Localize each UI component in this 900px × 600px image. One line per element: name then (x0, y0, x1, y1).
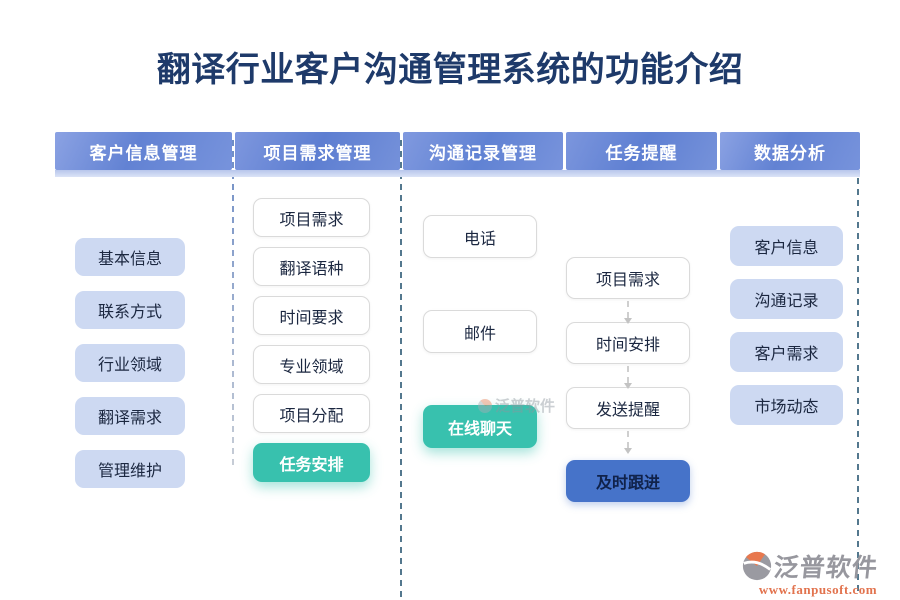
column-header-task-reminder: 任务提醒 (566, 132, 717, 170)
flow-node: 翻译语种 (253, 247, 370, 286)
flow-node: 在线聊天 (423, 405, 537, 448)
flow-node: 专业领域 (253, 345, 370, 384)
column-project-demand-items: 项目需求翻译语种时间要求专业领域项目分配任务安排 (253, 198, 370, 482)
flow-node: 邮件 (423, 310, 537, 353)
column-header-comm-records: 沟通记录管理 (403, 132, 563, 170)
flow-node: 项目需求 (253, 198, 370, 237)
brand-url: www.fanpusoft.com (758, 582, 878, 597)
flow-node: 项目需求 (566, 257, 690, 299)
flow-node: 客户信息 (730, 226, 843, 266)
down-arrow-icon (624, 431, 632, 454)
fanpu-logo-icon (742, 551, 772, 581)
column-divider-dashed (400, 140, 402, 600)
column-header-bar: 客户信息管理 项目需求管理 沟通记录管理 任务提醒 数据分析 (55, 132, 860, 170)
column-customer-info-items: 基本信息联系方式行业领域翻译需求管理维护 (75, 238, 185, 488)
brand-name: 泛普软件 (772, 554, 880, 582)
flow-node: 沟通记录 (730, 279, 843, 319)
flow-node: 管理维护 (75, 450, 185, 488)
flow-node: 任务安排 (253, 443, 370, 482)
flow-node: 客户需求 (730, 332, 843, 372)
flow-node: 联系方式 (75, 291, 185, 329)
flow-node: 翻译需求 (75, 397, 185, 435)
column-data-analysis-items: 客户信息沟通记录客户需求市场动态 (730, 226, 843, 425)
header-bottom-strip (55, 170, 860, 177)
flow-node: 时间要求 (253, 296, 370, 335)
flow-node: 电话 (423, 215, 537, 258)
column-header-data-analysis: 数据分析 (720, 132, 860, 170)
down-arrow-icon (624, 301, 632, 324)
flow-node: 项目分配 (253, 394, 370, 433)
flow-node: 发送提醒 (566, 387, 690, 429)
column-comm-records-items: 电话邮件在线聊天 (423, 215, 537, 448)
column-header-customer-info: 客户信息管理 (55, 132, 232, 170)
footer-brand: 泛普软件 www.fanpusoft.com (742, 548, 894, 598)
flow-node: 行业领域 (75, 344, 185, 382)
column-header-project-demand: 项目需求管理 (235, 132, 400, 170)
column-task-reminder-items: 项目需求时间安排发送提醒及时跟进 (566, 257, 690, 502)
column-divider-dashed (232, 140, 234, 466)
flow-node: 市场动态 (730, 385, 843, 425)
flow-node: 时间安排 (566, 322, 690, 364)
page-title: 翻译行业客户沟通管理系统的功能介绍 (156, 51, 744, 89)
flow-node: 基本信息 (75, 238, 185, 276)
flow-node: 及时跟进 (566, 460, 690, 502)
column-divider-dashed (857, 178, 859, 593)
down-arrow-icon (624, 366, 632, 389)
